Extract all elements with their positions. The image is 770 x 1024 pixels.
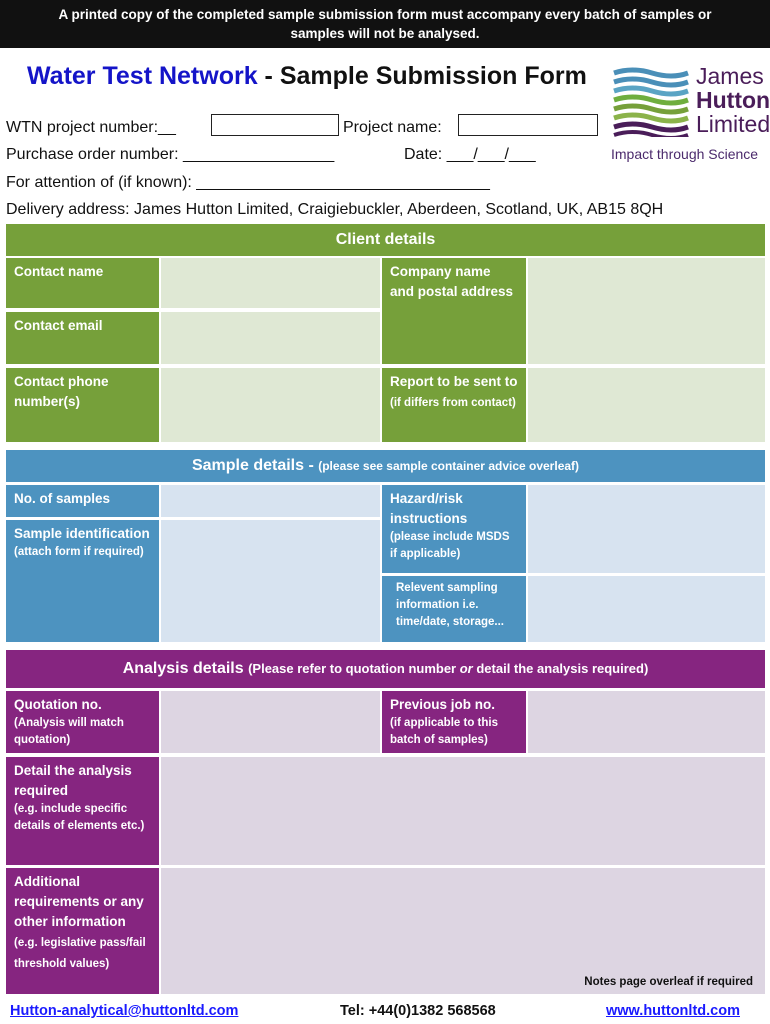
contact-email-input[interactable] [161, 312, 380, 364]
company-address-input[interactable] [528, 258, 765, 364]
date-field[interactable]: Date: ___/___/___ [404, 146, 536, 163]
client-details-title: Client details [335, 231, 436, 248]
additional-note: (e.g. legislative pass/fail threshold va… [14, 937, 146, 970]
analysis-details-header: Analysis details (Please refer to quotat… [6, 650, 765, 688]
sample-id-label: Sample identification (attach form if re… [6, 520, 159, 642]
analysis-note-b: detail the analysis required) [472, 661, 649, 676]
wtn-project-number-label: WTN project number:__ [6, 119, 176, 136]
sample-details-header: Sample details - (please see sample cont… [6, 450, 765, 482]
report-to-text: Report to be sent to [390, 374, 518, 389]
detail-analysis-text: Detail the analysis required [14, 763, 132, 798]
num-samples-input[interactable] [161, 485, 380, 517]
project-name-field[interactable] [458, 114, 598, 136]
contact-phone-label: Contact phone number(s) [6, 368, 159, 442]
footer-website-link[interactable]: www.huttonltd.com [606, 1003, 740, 1019]
additional-requirements-label: Additional requirements or any other inf… [6, 868, 159, 994]
sample-details-title: Sample details - [191, 457, 319, 474]
contact-name-label: Contact name [6, 258, 159, 308]
detail-analysis-note: (e.g. include specific details of elemen… [14, 803, 145, 832]
quotation-input[interactable] [161, 691, 380, 753]
num-samples-text: No. of samples [14, 491, 111, 506]
analysis-details-title: Analysis details [122, 660, 249, 677]
hazard-text: Hazard/risk instructions [390, 491, 468, 526]
relevant-info-text: Relevent sampling information i.e. time/… [396, 582, 505, 628]
detail-analysis-label: Detail the analysis required (e.g. inclu… [6, 757, 159, 865]
title-network: Water Test Network [27, 62, 258, 90]
project-name-label: Project name: [343, 119, 442, 136]
detail-analysis-input[interactable] [161, 757, 765, 865]
quotation-note: (Analysis will match quotation) [14, 717, 124, 746]
notes-overleaf-text: Notes page overleaf if required [584, 976, 753, 988]
sample-id-text: Sample identification [14, 526, 150, 541]
report-to-input[interactable] [528, 368, 765, 442]
logo-line-3: Limited [696, 111, 770, 137]
analysis-note-or: or [459, 661, 473, 676]
purchase-order-field[interactable]: Purchase order number: _________________ [6, 146, 335, 163]
contact-email-text: Contact email [14, 318, 103, 333]
james-hutton-logo-icon [612, 67, 690, 137]
top-warning-banner: A printed copy of the completed sample s… [0, 0, 770, 48]
logo-wordmark: James Hutton Limited [696, 64, 770, 136]
banner-line-2: samples will not be analysed. [290, 26, 480, 41]
contact-phone-text: Contact phone number(s) [14, 374, 109, 409]
contact-name-text: Contact name [14, 264, 104, 279]
report-to-label: Report to be sent to (if differs from co… [382, 368, 526, 442]
footer-telephone: Tel: +44(0)1382 568568 [340, 1003, 496, 1019]
hazard-input[interactable] [528, 485, 765, 573]
sample-id-input[interactable] [161, 520, 380, 642]
previous-job-label: Previous job no. (if applicable to this … [382, 691, 526, 753]
company-name-text: Company name and postal address [390, 264, 514, 299]
num-samples-label: No. of samples [6, 485, 159, 517]
relevant-info-label: Relevent sampling information i.e. time/… [382, 576, 526, 642]
sample-details-note: (please see sample container advice over… [318, 459, 580, 473]
hazard-label: Hazard/risk instructions (please include… [382, 485, 526, 573]
quotation-text: Quotation no. [14, 697, 102, 712]
logo-line-2: Hutton [696, 87, 770, 113]
wtn-project-number-field[interactable] [211, 114, 339, 136]
sample-id-note: (attach form if required) [14, 546, 144, 558]
logo-tagline: Impact through Science [611, 146, 759, 162]
quotation-label: Quotation no. (Analysis will match quota… [6, 691, 159, 753]
contact-phone-input[interactable] [161, 368, 380, 442]
analysis-note-a: (Please refer to quotation number [248, 661, 460, 676]
previous-job-text: Previous job no. [390, 697, 496, 712]
attention-field[interactable]: For attention of (if known): ___________… [6, 174, 490, 191]
relevant-info-input[interactable] [528, 576, 765, 642]
previous-job-note: (if applicable to this batch of samples) [390, 717, 498, 746]
title-form: - Sample Submission Form [257, 62, 587, 90]
banner-line-1: A printed copy of the completed sample s… [58, 7, 712, 22]
additional-text: Additional requirements or any other inf… [14, 874, 144, 929]
hazard-note: (please include MSDS if applicable) [390, 531, 510, 560]
report-to-note: (if differs from contact) [390, 397, 516, 409]
additional-requirements-input[interactable]: Notes page overleaf if required [161, 868, 765, 994]
footer-email-link[interactable]: Hutton-analytical@huttonltd.com [10, 1003, 239, 1019]
previous-job-input[interactable] [528, 691, 765, 753]
page-title: Water Test Network - Sample Submission F… [27, 62, 587, 91]
delivery-address: Delivery address: James Hutton Limited, … [6, 201, 664, 218]
client-details-header: Client details [6, 224, 765, 256]
contact-name-input[interactable] [161, 258, 380, 308]
contact-email-label: Contact email [6, 312, 159, 364]
company-name-label: Company name and postal address [382, 258, 526, 364]
logo-line-1: James [696, 63, 764, 89]
